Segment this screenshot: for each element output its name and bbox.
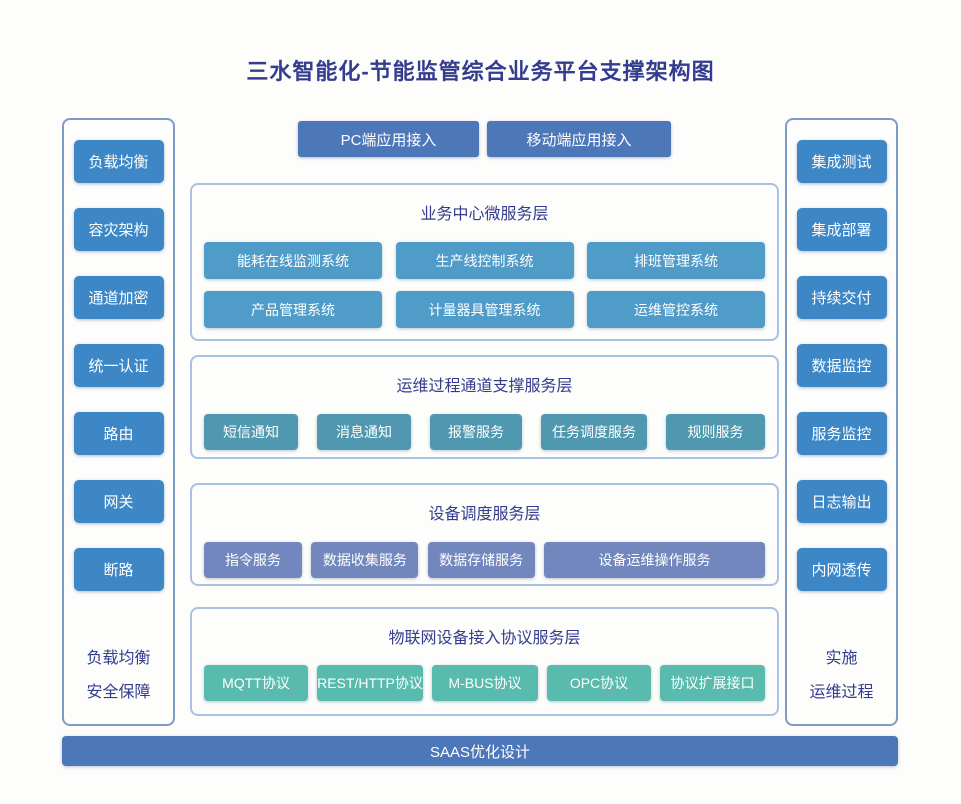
node-task-scheduling-service: 任务调度服务 — [541, 414, 647, 450]
section-title: 物联网设备接入协议服务层 — [388, 630, 581, 647]
right-panel-node-integration-test: 集成测试 — [796, 140, 887, 183]
left-panel-node-routing: 路由 — [73, 412, 164, 455]
right-panel-node-log-output: 日志输出 — [796, 480, 887, 523]
mobile-app-access-node: 移动端应用接入 — [487, 121, 671, 157]
right-panel-node-data-monitoring: 数据监控 — [796, 344, 887, 387]
diagram-title: 三水智能化-节能监管综合业务平台支撑架构图 — [246, 59, 715, 84]
node-mbus-protocol: M-BUS协议 — [432, 665, 538, 701]
node-device-ops-operation-service: 设备运维操作服务 — [543, 542, 765, 578]
node-protocol-extension-interface: 协议扩展接口 — [660, 665, 765, 701]
saas-optimization-bar: SAAS优化设计 — [62, 736, 898, 766]
node-rule-service: 规则服务 — [666, 414, 765, 450]
left-panel: 负载均衡 容灾架构 通道加密 统一认证 路由 网关 断路 负载均衡 安全保障 — [62, 118, 175, 726]
left-panel-node-unified-auth: 统一认证 — [73, 344, 164, 387]
node-sms-notification: 短信通知 — [204, 414, 298, 450]
node-data-collection-service: 数据收集服务 — [311, 542, 419, 578]
right-panel-node-service-monitoring: 服务监控 — [796, 412, 887, 455]
node-metering-instrument-management: 计量器具管理系统 — [395, 291, 574, 328]
node-mqtt-protocol: MQTT协议 — [204, 665, 308, 701]
right-panel-caption-line1: 实施 — [825, 650, 858, 667]
left-panel-node-gateway: 网关 — [73, 480, 164, 523]
node-command-service: 指令服务 — [204, 542, 302, 578]
section-title: 业务中心微服务层 — [420, 206, 549, 223]
right-panel-node-integration-deploy: 集成部署 — [796, 208, 887, 251]
node-production-line-control: 生产线控制系统 — [395, 242, 574, 279]
node-data-storage-service: 数据存储服务 — [427, 542, 535, 578]
app-access-row: PC端应用接入 移动端应用接入 — [190, 121, 779, 157]
right-panel: 集成测试 集成部署 持续交付 数据监控 服务监控 日志输出 内网透传 实施 运维… — [785, 118, 898, 726]
right-panel-node-continuous-delivery: 持续交付 — [796, 276, 887, 319]
middle-column: PC端应用接入 移动端应用接入 业务中心微服务层 能耗在线监测系统 生产线控制系… — [190, 118, 779, 726]
node-energy-online-monitoring: 能耗在线监测系统 — [204, 242, 382, 279]
node-product-management: 产品管理系统 — [204, 291, 382, 328]
left-panel-caption-line2: 安全保障 — [86, 683, 151, 701]
section-business-microservice-layer: 业务中心微服务层 能耗在线监测系统 生产线控制系统 排班管理系统 产品管理系统 … — [190, 183, 779, 341]
node-opc-protocol: OPC协议 — [547, 665, 651, 701]
section-box-row: MQTT协议 REST/HTTP协议 M-BUS协议 OPC协议 协议扩展接口 — [192, 665, 777, 701]
node-message-notification: 消息通知 — [317, 414, 411, 450]
left-panel-node-load-balancing: 负载均衡 — [73, 140, 164, 183]
node-alarm-service: 报警服务 — [430, 414, 522, 450]
section-title: 运维过程通道支撑服务层 — [396, 378, 573, 395]
section-ops-channel-support-layer: 运维过程通道支撑服务层 短信通知 消息通知 报警服务 任务调度服务 规则服务 — [190, 355, 779, 459]
node-ops-control: 运维管控系统 — [587, 291, 765, 328]
pc-app-access-node: PC端应用接入 — [298, 121, 479, 157]
node-rest-http-protocol: REST/HTTP协议 — [317, 665, 423, 701]
section-title: 设备调度服务层 — [428, 506, 541, 523]
right-panel-caption: 实施 运维过程 — [809, 642, 873, 709]
right-panel-caption-line2: 运维过程 — [809, 683, 874, 701]
section-box-row: 产品管理系统 计量器具管理系统 运维管控系统 — [192, 291, 777, 328]
left-panel-caption-line1: 负载均衡 — [86, 650, 151, 667]
left-panel-node-circuit-break: 断路 — [73, 548, 164, 591]
section-device-scheduling-layer: 设备调度服务层 指令服务 数据收集服务 数据存储服务 设备运维操作服务 — [190, 483, 779, 586]
left-panel-node-channel-encryption: 通道加密 — [73, 276, 164, 319]
section-box-row: 能耗在线监测系统 生产线控制系统 排班管理系统 — [192, 242, 777, 279]
section-box-row: 短信通知 消息通知 报警服务 任务调度服务 规则服务 — [192, 414, 777, 450]
node-shift-management: 排班管理系统 — [587, 242, 765, 279]
section-iot-protocol-layer: 物联网设备接入协议服务层 MQTT协议 REST/HTTP协议 M-BUS协议 … — [190, 607, 779, 716]
left-panel-node-disaster-recovery: 容灾架构 — [73, 208, 164, 251]
section-box-row: 指令服务 数据收集服务 数据存储服务 设备运维操作服务 — [192, 542, 777, 578]
left-panel-caption: 负载均衡 安全保障 — [86, 642, 150, 709]
right-panel-node-intranet-passthrough: 内网透传 — [796, 548, 887, 591]
